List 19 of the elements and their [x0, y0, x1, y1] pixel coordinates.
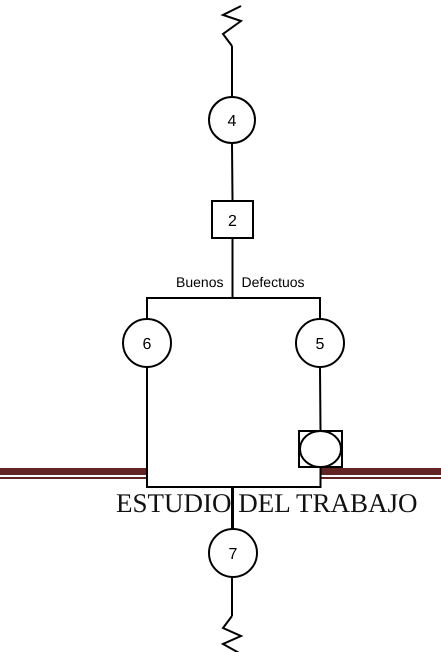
operation-circle [295, 318, 345, 368]
step-number: 6 [142, 336, 152, 354]
step-number: 7 [228, 546, 238, 564]
operation-circle [208, 96, 256, 144]
step-number: 2 [227, 212, 238, 230]
edge-label: Defectuos [240, 274, 306, 290]
flow-line [231, 144, 234, 200]
combined-activity-symbol [298, 430, 343, 468]
break-symbol [222, 4, 242, 46]
step-number: 5 [314, 336, 326, 354]
break-symbol [222, 616, 242, 652]
operation-circle [208, 528, 258, 578]
page-header-text: ESTUDIO DEL TRABAJO [116, 488, 418, 518]
inspection-square [211, 200, 254, 239]
flow-line [231, 46, 233, 96]
flow-line [319, 368, 322, 430]
step-number: 4 [226, 113, 238, 131]
edge-label: Buenos [175, 274, 224, 290]
operation-circle [122, 318, 172, 368]
